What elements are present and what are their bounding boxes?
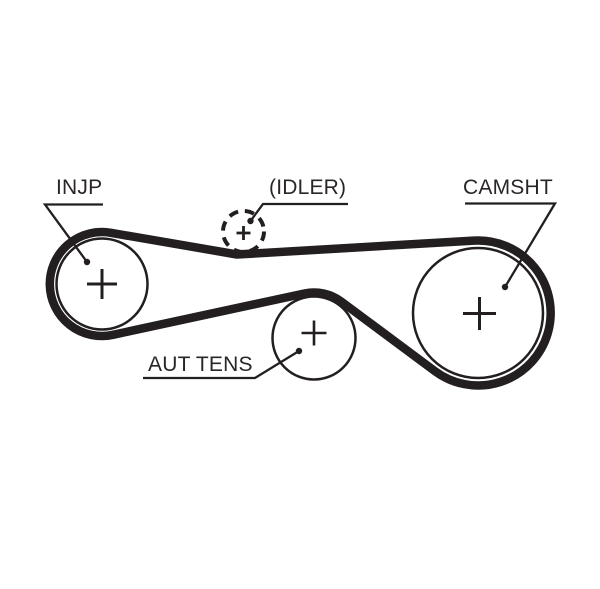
injp-center-cross-icon	[87, 269, 117, 299]
idler-center-cross-icon	[236, 226, 251, 240]
label-aut-tens: AUT TENS	[148, 353, 253, 376]
tensioner-center-cross-icon	[301, 320, 327, 346]
idler-pulley-dashed-circle	[221, 209, 266, 254]
camshaft-pulley-circle	[411, 246, 545, 380]
label-idler: (IDLER)	[269, 176, 347, 199]
camshaft-callout	[465, 202, 558, 291]
injp-callout	[42, 203, 103, 266]
camshaft-center-cross-icon	[463, 297, 496, 330]
label-injp: INJP	[56, 176, 103, 199]
injp-pulley-circle	[55, 237, 149, 331]
timing-belt	[45, 227, 555, 390]
tensioner-callout	[143, 347, 303, 380]
idler-callout	[247, 202, 348, 225]
label-camsht: CAMSHT	[463, 176, 553, 199]
